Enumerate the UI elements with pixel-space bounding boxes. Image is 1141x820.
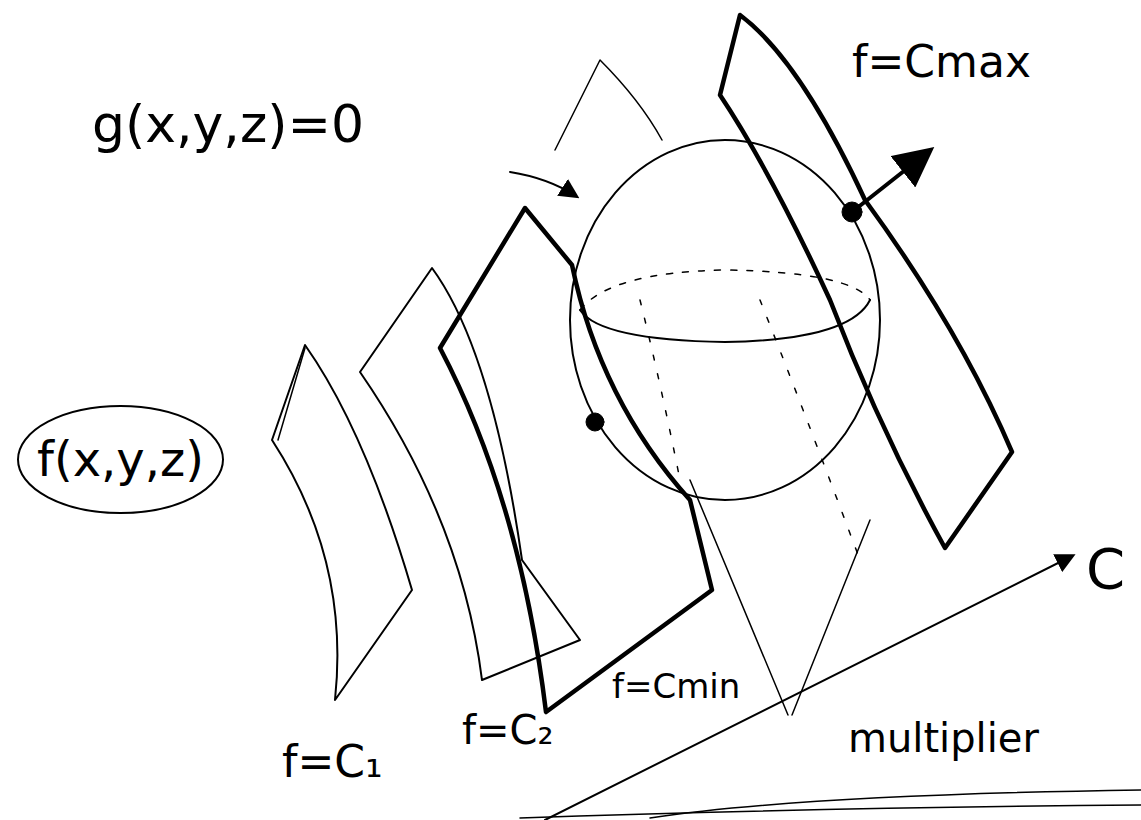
node-text: f(x,y,z) <box>37 433 204 486</box>
sphere-equator <box>580 300 870 342</box>
underline-stroke <box>520 805 1141 818</box>
min-level-surface <box>440 208 712 712</box>
level-surface <box>555 60 662 150</box>
leader-arrow <box>510 172 576 196</box>
underline-stroke <box>650 790 1141 818</box>
level-label: f=C₂ <box>462 708 554 752</box>
leader-line <box>792 520 870 715</box>
min-point <box>586 413 604 431</box>
circled-node: f(x,y,z) <box>15 403 226 516</box>
axis-label: C <box>1086 538 1125 600</box>
gradient-arrow <box>852 152 928 212</box>
max-level-surface <box>720 15 1012 548</box>
level-surface <box>360 268 580 680</box>
constraint-label: g(x,y,z)=0 <box>92 96 364 153</box>
note-label: multiplier <box>848 716 1039 760</box>
level-label: f=Cmax <box>852 38 1031 86</box>
hidden-line <box>640 300 680 480</box>
constraint-sphere <box>570 140 880 500</box>
level-label: f=Cmin <box>612 668 740 705</box>
c-axis-arrow <box>545 556 1072 820</box>
leader-line <box>278 348 305 440</box>
level-surface <box>272 345 412 700</box>
level-label: f=C₁ <box>282 738 383 786</box>
